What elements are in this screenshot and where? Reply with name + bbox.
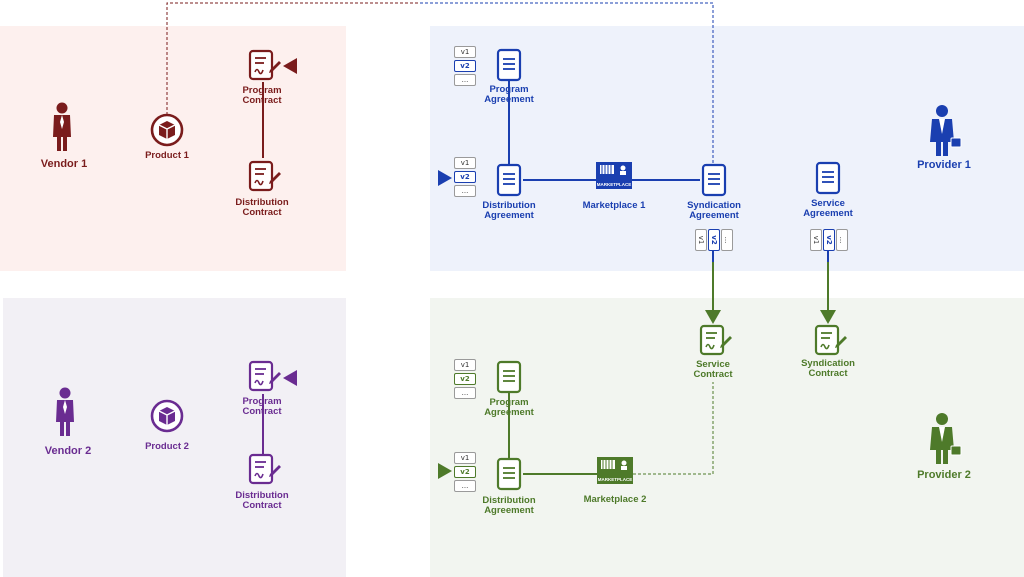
provider2-region [430,298,1024,577]
service-version-v2-label: v2 [825,235,833,245]
p1-syndication-agreement-icon[interactable] [701,163,727,197]
p1-distribution-agreement-icon[interactable] [496,163,522,197]
service-version-v1-label: v1 [812,235,820,245]
product1-icon[interactable] [150,113,184,147]
p1-program-version-v1[interactable]: v1 [454,46,476,58]
service-version-more[interactable]: ... [836,229,848,251]
p2-distribution-version-v2[interactable]: v2 [454,466,476,478]
service-version-v2[interactable]: v2 [823,229,835,251]
p1-program-agreement-icon[interactable] [496,48,522,82]
syndication-version-v1[interactable]: v1 [695,229,707,251]
marketplace2-label: Marketplace 2 [583,494,647,505]
product1-label: Product 1 [145,150,189,161]
vendor2-label: Vendor 2 [44,445,92,457]
syndication-version-v2[interactable]: v2 [708,229,720,251]
p2-program-version-v2[interactable]: v2 [454,373,476,385]
p2-distribution-version-v1[interactable]: v1 [454,452,476,464]
vendor2-region [3,298,346,577]
p2-program-version-more[interactable]: ... [454,387,476,399]
syndication-version-more[interactable]: ... [721,229,733,251]
provider1-label: Provider 1 [917,159,971,171]
p1-program-version-more[interactable]: ... [454,74,476,86]
vendor1-label: Vendor 1 [40,158,88,170]
p2-distribution-agreement-icon[interactable] [496,457,522,491]
product2-icon[interactable] [150,399,184,433]
syndication-version-more-label: ... [723,236,731,244]
service-version-more-label: ... [838,236,846,244]
p2-distribution-version-more[interactable]: ... [454,480,476,492]
provider2-label: Provider 2 [917,469,971,481]
marketplace2-service-dotted-link [633,382,714,475]
marketplace2-sign: MARKETPLACE [598,477,633,482]
product2-label: Product 2 [145,441,189,452]
service-version-v1[interactable]: v1 [810,229,822,251]
p1-distribution-version-v2[interactable]: v2 [454,171,476,183]
p1-distribution-version-more[interactable]: ... [454,185,476,197]
p1-distribution-version-v1[interactable]: v1 [454,157,476,169]
p2-program-version-v1[interactable]: v1 [454,359,476,371]
p1-service-agreement-icon[interactable] [815,161,841,195]
syndication-version-v2-label: v2 [710,235,718,245]
vendor1-region [0,26,346,271]
p2-program-agreement-icon[interactable] [496,360,522,394]
p1-program-version-v2[interactable]: v2 [454,60,476,72]
syndication-version-v1-label: v1 [697,235,705,245]
marketplace1-label: Marketplace 1 [582,200,646,211]
marketplace1-sign: MARKETPLACE [597,182,632,187]
